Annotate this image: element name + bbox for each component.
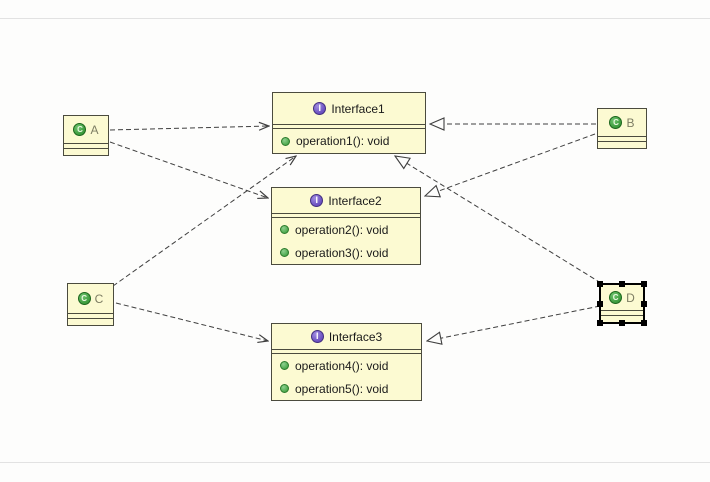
compartment-separator	[272, 350, 421, 354]
operation-label: operation4(): void	[295, 358, 389, 373]
interface3-node[interactable]: I Interface3 operation4(): void operatio…	[271, 323, 422, 401]
operation-item[interactable]: operation1(): void	[273, 129, 425, 153]
class-a-header: C A	[64, 116, 108, 143]
operation-label: operation3(): void	[295, 245, 389, 260]
relation-a-interface2[interactable]	[109, 141, 268, 198]
compartment-separator	[273, 125, 425, 129]
operation-icon	[280, 225, 289, 234]
interface2-node[interactable]: I Interface2 operation2(): void operatio…	[271, 187, 421, 265]
class-icon: C	[73, 123, 87, 136]
relation-b-interface2[interactable]	[425, 133, 596, 196]
class-d-label: D	[626, 290, 635, 305]
class-icon: C	[609, 291, 623, 304]
class-b-label: B	[626, 115, 635, 130]
operation-label: operation2(): void	[295, 222, 389, 237]
class-c-header: C C	[68, 284, 113, 313]
selection-handle-nw[interactable]	[597, 281, 603, 287]
interface1-title: Interface1	[331, 101, 385, 116]
canvas-top-edge	[0, 18, 710, 19]
operation-label: operation5(): void	[295, 381, 389, 396]
interface1-header: I Interface1	[273, 93, 425, 125]
relation-d-interface3[interactable]	[427, 305, 601, 341]
selection-handle-se[interactable]	[641, 320, 647, 326]
operation-item[interactable]: operation2(): void	[272, 218, 420, 241]
class-d-node[interactable]: C D	[597, 281, 647, 326]
selection-handle-w[interactable]	[597, 300, 603, 307]
class-c-label: C	[94, 291, 104, 306]
relation-a-interface1[interactable]	[109, 126, 269, 130]
operation-label: operation1(): void	[296, 134, 390, 148]
operation-item[interactable]: operation5(): void	[272, 377, 421, 400]
attributes-compartment	[68, 313, 113, 318]
operations-compartment	[601, 315, 643, 322]
class-d-header: C D	[601, 285, 643, 310]
operations-compartment	[64, 148, 108, 155]
compartment-separator	[272, 214, 420, 218]
class-a-label: A	[90, 122, 99, 137]
attributes-compartment	[598, 136, 646, 141]
interface3-title: Interface3	[328, 329, 383, 344]
operation-icon	[280, 248, 289, 257]
selection-handle-e[interactable]	[641, 300, 647, 307]
class-b-header: C B	[598, 109, 646, 136]
selection-handle-n[interactable]	[619, 281, 625, 287]
interface3-header: I Interface3	[272, 324, 421, 350]
operations-compartment	[598, 141, 646, 148]
operations-compartment	[68, 318, 113, 325]
operation-icon	[280, 361, 289, 370]
operation-icon	[281, 136, 290, 146]
attributes-compartment	[601, 310, 643, 315]
operation-icon	[280, 384, 289, 393]
selection-handle-ne[interactable]	[641, 281, 647, 287]
selection-handle-sw[interactable]	[597, 320, 603, 326]
operation-item[interactable]: operation4(): void	[272, 354, 421, 377]
interface-icon: I	[310, 194, 324, 207]
selection-handle-s[interactable]	[619, 320, 625, 326]
class-icon: C	[609, 116, 623, 129]
canvas-bottom-edge	[0, 462, 710, 463]
interface1-node[interactable]: I Interface1 operation1(): void	[272, 92, 426, 154]
interface-icon: I	[313, 102, 327, 115]
operation-item[interactable]: operation3(): void	[272, 241, 420, 264]
relation-c-interface3[interactable]	[115, 302, 268, 341]
interface2-title: Interface2	[328, 193, 382, 208]
relation-c-interface1[interactable]	[112, 156, 296, 287]
class-c-node[interactable]: C C	[67, 283, 114, 326]
attributes-compartment	[64, 143, 108, 148]
interface-icon: I	[310, 330, 324, 343]
class-icon: C	[77, 292, 91, 305]
class-a-node[interactable]: C A	[63, 115, 109, 156]
class-b-node[interactable]: C B	[597, 108, 647, 149]
relation-d-interface1[interactable]	[395, 156, 602, 284]
interface2-header: I Interface2	[272, 188, 420, 214]
